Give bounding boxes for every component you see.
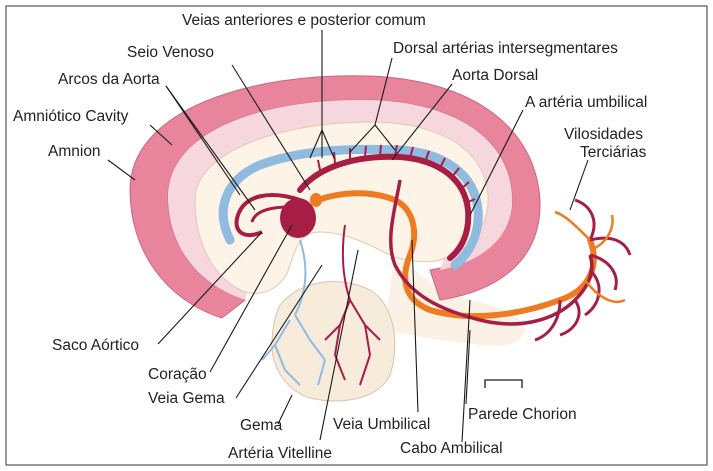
label-arteria-umbilical: A artéria umbilical [525,94,647,111]
label-arcos-aorta: Arcos da Aorta [58,71,160,88]
label-vilosidades: Vilosidades [564,126,643,143]
label-aorta-dorsal: Aorta Dorsal [452,67,538,84]
label-arteria-vitelline: Artéria Vitelline [228,445,332,462]
label-terciarias: Terciárias [580,144,647,161]
tertiary-villi [535,200,630,340]
label-dorsal-arterias: Dorsal artérias intersegmentares [393,40,618,57]
label-gema: Gema [240,417,283,434]
heart [280,198,316,238]
chorion-wall-bracket [485,380,522,388]
label-amnion: Amnion [48,143,101,160]
label-coracao: Coração [148,366,207,383]
label-cabo-ambilical: Cabo Ambilical [400,440,503,457]
label-veia-umbilical: Veia Umbilical [333,416,430,433]
label-veias-comum: Veias anteriores e posterior comum [182,12,426,29]
label-amniotico-cavity: Amniótico Cavity [13,108,129,125]
label-parede-chorion: Parede Chorion [468,406,577,423]
label-veia-gema: Veia Gema [148,390,225,407]
yolk-sac [272,282,395,401]
label-saco-aortico: Saco Aórtico [52,337,139,354]
label-seio-venoso: Seio Venoso [127,44,214,61]
